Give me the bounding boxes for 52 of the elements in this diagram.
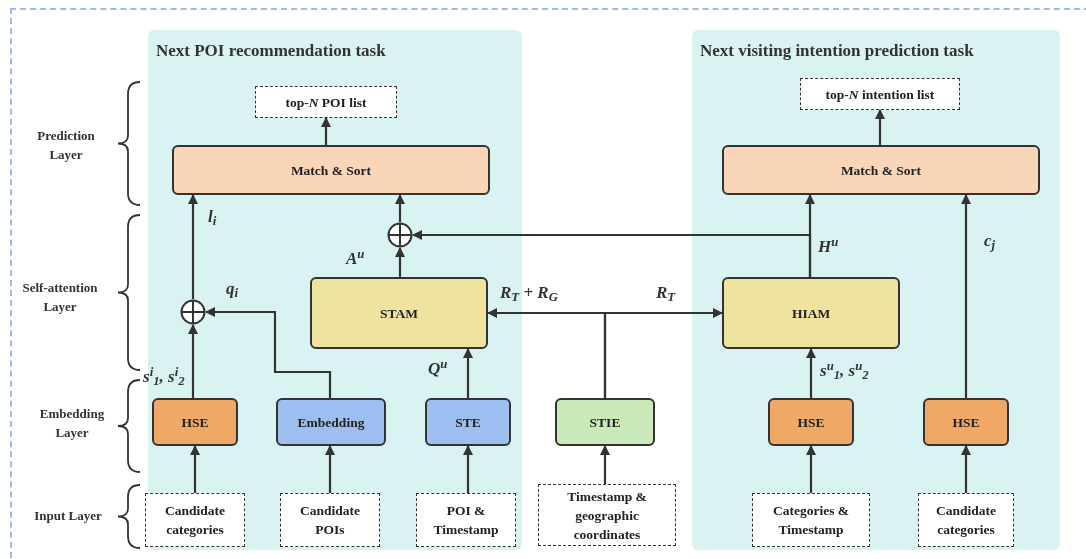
arrow	[463, 348, 473, 398]
task-panel	[692, 30, 1060, 550]
layer-label: Self-attention Layer	[21, 279, 99, 316]
module-box: HIAM	[722, 277, 900, 349]
input-box: Candidate POIs	[280, 493, 380, 547]
edge-label: R$_{T}$ + R$_{G}$	[500, 284, 558, 301]
output-box: top-N POI list	[255, 86, 397, 118]
module-box: HSE	[152, 398, 238, 446]
arrow	[603, 308, 723, 398]
edge-label: H$^{u}$	[818, 238, 839, 255]
arrow	[600, 445, 610, 484]
arrow	[961, 194, 971, 398]
input-box: POI & Timestamp	[416, 493, 516, 547]
arrow	[190, 445, 200, 493]
layer-label: Embedding Layer	[38, 405, 106, 442]
edge-label: q$_{i}$	[226, 280, 239, 297]
edge-label: R$_{T}$	[656, 284, 676, 301]
arrow	[395, 247, 405, 277]
arrow	[188, 194, 198, 299]
module-box: STIE	[555, 398, 655, 446]
arrow	[188, 324, 198, 398]
module-box: STAM	[310, 277, 488, 349]
input-box: Candidate categories	[145, 493, 245, 547]
arrow	[395, 194, 405, 222]
match-sort-box: Match & Sort	[722, 145, 1040, 195]
module-box: Embedding	[276, 398, 386, 446]
arrow	[961, 445, 971, 493]
arrow	[463, 445, 473, 493]
module-box: HSE	[768, 398, 854, 446]
sum-circle	[180, 299, 206, 325]
module-box: HSE	[923, 398, 1009, 446]
edge-label: A$^{u}$	[346, 250, 365, 267]
output-box: top-N intention list	[800, 78, 960, 110]
module-box: STE	[425, 398, 511, 446]
arrow	[875, 109, 885, 145]
match-sort-box: Match & Sort	[172, 145, 490, 195]
arrow	[806, 348, 816, 398]
arrow	[321, 117, 331, 145]
arrow	[805, 194, 815, 277]
edge-label: Q$^{u}$	[428, 360, 448, 377]
panel-title: Next visiting intention prediction task	[700, 40, 974, 62]
layer-label: Prediction Layer	[36, 127, 96, 164]
sum-circle	[387, 222, 413, 248]
panel-title: Next POI recommendation task	[156, 40, 386, 62]
input-box: Categories & Timestamp	[752, 493, 870, 547]
arrow	[205, 307, 332, 398]
arrow	[325, 445, 335, 493]
edge-label: l$_{i}$	[208, 208, 217, 225]
layer-label: Input Layer	[33, 507, 103, 525]
input-box: Candidate categories	[918, 493, 1014, 547]
input-box: Timestamp & geographic coordinates	[538, 484, 676, 546]
arrow	[806, 445, 816, 493]
